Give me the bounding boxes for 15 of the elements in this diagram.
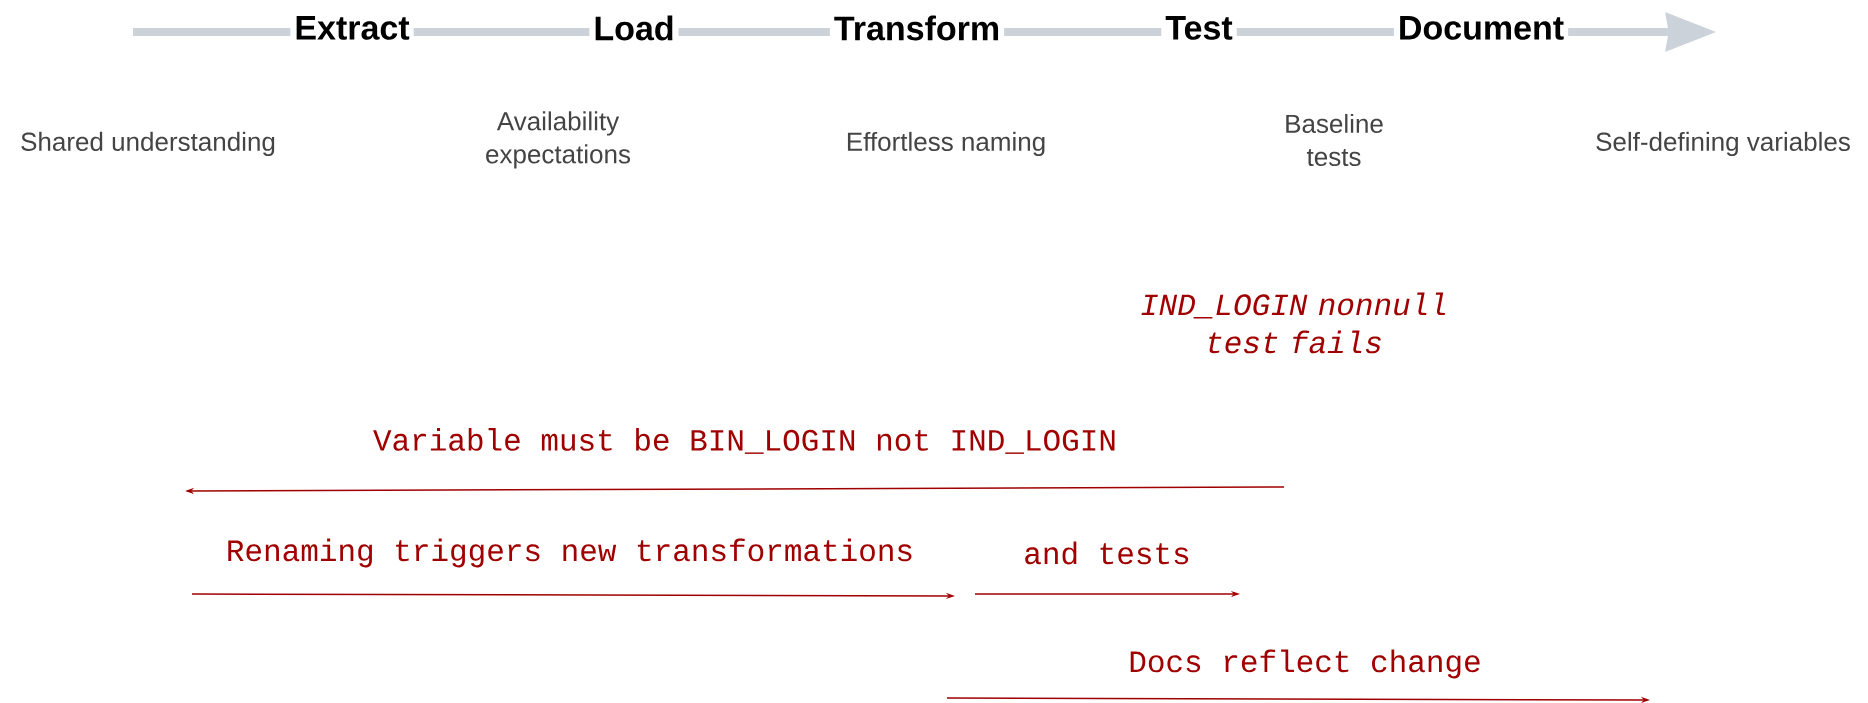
stage-description: Availability expectations (486, 111, 631, 169)
stage-heading: Transform (829, 15, 1005, 41)
arrow-label: Variable must be BIN_LOGIN not IND_LOGIN (373, 428, 1115, 454)
stage-description: Shared understanding (21, 131, 275, 157)
stage-heading: Extract (290, 16, 414, 40)
stage-heading: Document (1393, 16, 1569, 40)
stage-description: Self-defining variables (1596, 131, 1850, 157)
stage-description: Effortless naming (847, 131, 1045, 157)
stage-heading: Test (1161, 16, 1237, 40)
arrow-label: and tests (1025, 541, 1189, 565)
stage-heading: Load (589, 15, 679, 41)
arrow-label: Docs reflect change (1130, 649, 1480, 679)
stage-description: Baseline tests (1286, 113, 1383, 167)
arrow-label: Renaming triggers new transformations (228, 538, 912, 568)
note-text: IND_LOGIN nonnull test fails (1141, 292, 1446, 354)
